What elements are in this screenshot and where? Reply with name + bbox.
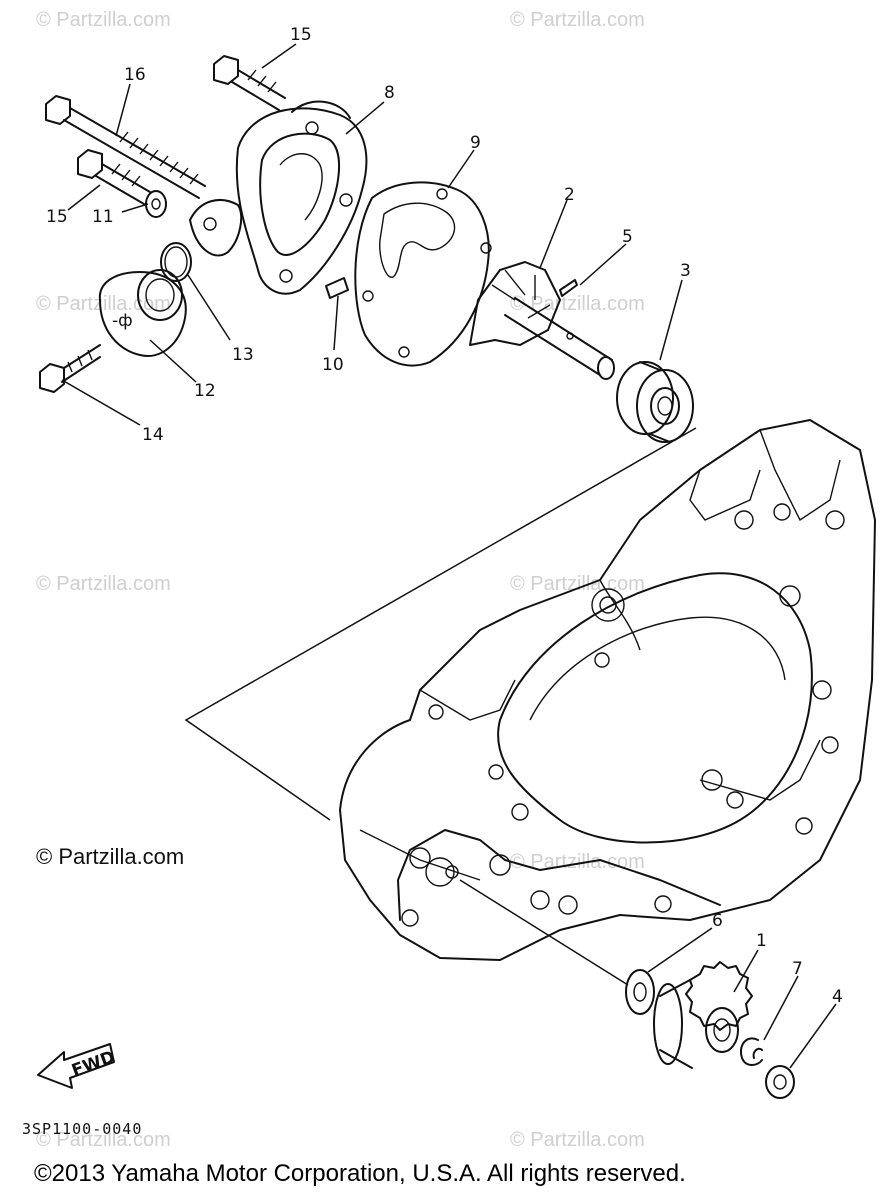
leader-line [61,379,141,426]
callout-9: 9 [470,133,481,153]
callout-7: 7 [792,959,803,979]
callout-5: 5 [622,227,633,247]
watermark: © Partzilla.com [510,851,645,873]
callout-15-top: 15 [290,25,312,45]
bearing-3 [616,361,694,443]
watermark: © Partzilla.com [36,9,171,31]
washer-6 [625,969,655,1015]
o-ring-13 [160,242,192,282]
callout-14: 14 [142,425,164,445]
callout-4: 4 [832,987,843,1007]
svg-text:FWD: FWD [69,1047,118,1081]
callout-1: 1 [756,931,767,951]
watermark: © Partzilla.com [510,9,645,31]
leader-line [789,1003,837,1069]
diagram-code: 3SP1100-0040 [22,1120,143,1138]
callout-3: 3 [680,261,691,281]
water-pipe-joint-12: -ф [98,269,187,357]
fwd-arrow-icon: FWD [37,1043,118,1089]
leader-line [187,274,231,341]
partzilla-watermark: © Partzilla.com [36,844,185,869]
copyright-notice: ©2013 Yamaha Motor Corporation, U.S.A. A… [34,1160,686,1187]
leader-line [345,101,385,135]
drive-gear-1 [653,961,753,1069]
washer-4 [765,1065,795,1099]
bolt-15-top [213,55,286,111]
callout-13: 13 [232,345,254,365]
leader-line [579,243,627,286]
callout-12: 12 [194,381,216,401]
callout-15-left: 15 [46,207,68,227]
leader-line [763,975,799,1041]
leader-line [539,199,568,269]
assembly-guide-line [459,879,629,986]
watermark: © Partzilla.com [510,293,645,315]
leader-line [67,184,101,211]
pin-5 [559,279,578,297]
watermark: © Partzilla.com [36,293,171,315]
callout-8: 8 [384,83,395,103]
crankcase [339,419,876,961]
leader-line [149,339,197,383]
watermark: © Partzilla.com [36,1129,171,1151]
callout-10: 10 [322,355,344,375]
leader-line [659,279,683,361]
callout-2: 2 [564,185,575,205]
gasket-9 [354,181,492,367]
bolt-15-left [77,149,151,205]
leader-line [121,203,149,213]
callout-11: 11 [92,207,114,227]
svg-text:-ф: -ф [112,311,133,331]
leader-line [261,43,297,69]
callout-16: 16 [124,65,146,85]
leader-line [333,295,339,351]
leader-line [647,927,713,973]
watermark: © Partzilla.com [510,1129,645,1151]
circlip-7 [740,1037,763,1066]
watermark: © Partzilla.com [510,573,645,595]
bolt-14 [39,344,101,393]
leader-line [733,949,759,993]
leader-line [115,83,131,137]
callout-6: 6 [712,911,723,931]
bolt-16 [45,95,206,199]
leader-line [447,149,475,189]
dowel-10 [325,277,349,299]
impeller-shaft-2 [469,261,615,380]
washer-11 [145,190,167,218]
watermark: © Partzilla.com [36,573,171,595]
assembly-guide-line [184,427,697,821]
pump-housing-8 [189,100,368,295]
